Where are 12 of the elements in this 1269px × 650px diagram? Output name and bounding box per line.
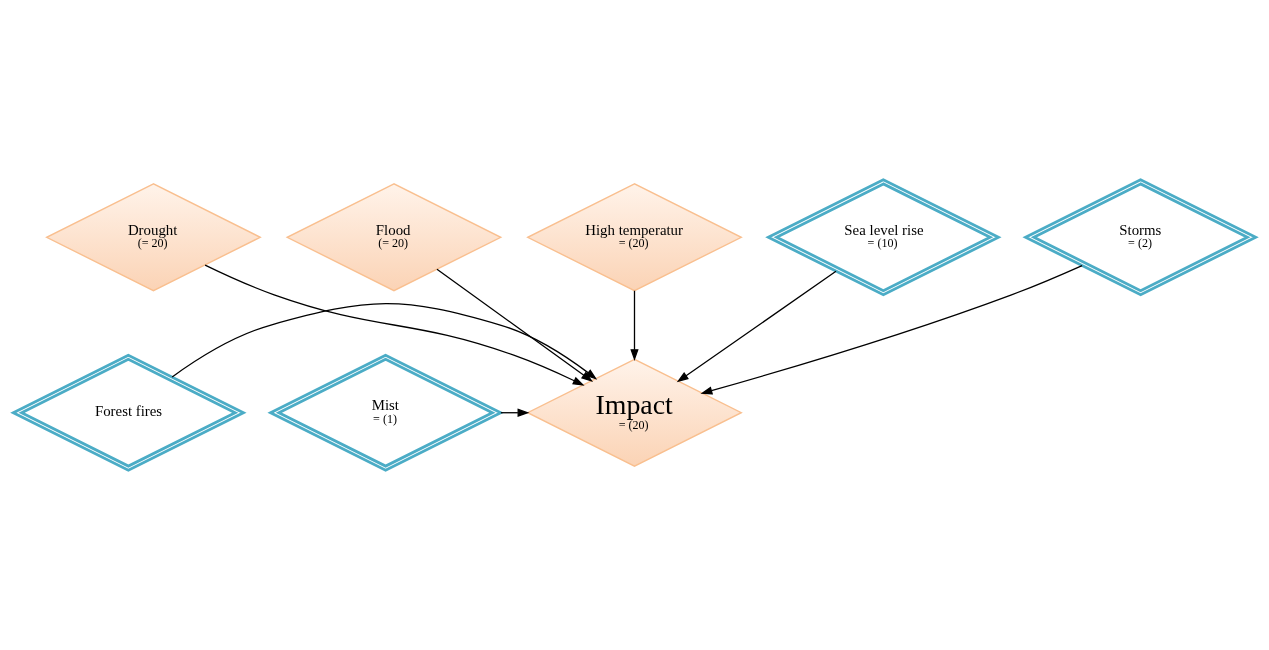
node-diamond: High temperatur = (20)	[526, 183, 743, 292]
arrow	[700, 264, 1083, 395]
node-diamond: Sea level rise = (10)	[765, 178, 1002, 297]
node-diamond: Drought (= 20)	[45, 183, 262, 292]
node-diamond: Mist = (1)	[267, 353, 504, 472]
node-diamond: Flood (= 20)	[285, 183, 503, 292]
arrow	[676, 270, 837, 383]
node-diamond: Impact = (20)	[526, 358, 743, 467]
arrow	[630, 290, 639, 362]
node-diamond: Forest fires	[10, 353, 247, 472]
arrow	[204, 264, 585, 386]
node-diamond: Storms = (2)	[1022, 178, 1259, 297]
